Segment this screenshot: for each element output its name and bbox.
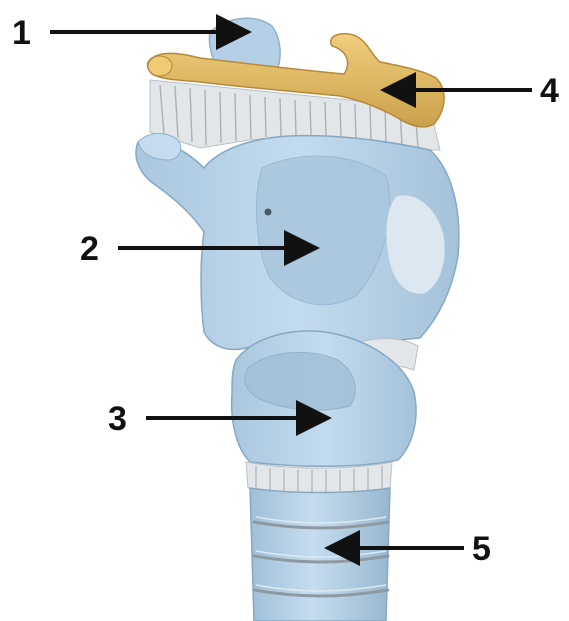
label-3: 3 [108,400,127,438]
label-4: 4 [540,72,559,110]
hyoid-tubercle [148,56,172,76]
trachea [250,488,390,621]
label-5: 5 [472,530,491,568]
label-1: 1 [12,14,31,52]
thyroid-notch-hole [265,209,272,216]
label-2: 2 [80,230,99,268]
